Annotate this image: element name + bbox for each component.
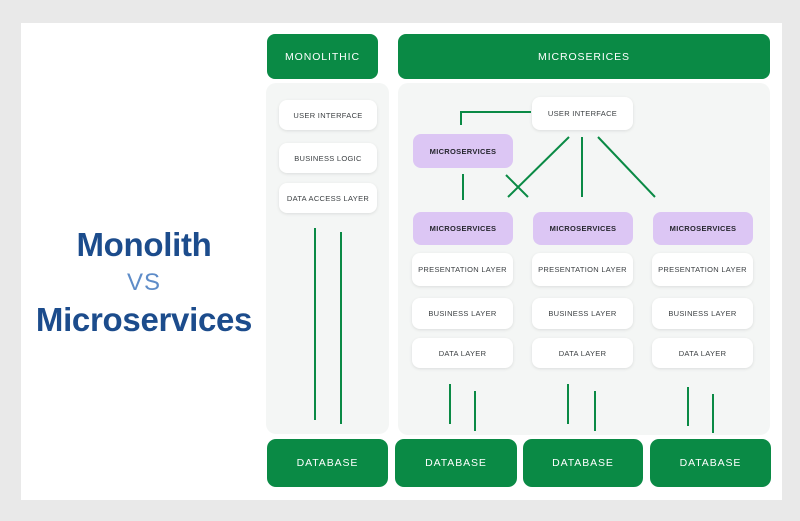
presentation-layer-box-1: PRESENTATION LAYER <box>412 253 513 286</box>
presentation-layer-box-3: PRESENTATION LAYER <box>652 253 753 286</box>
business-layer-box-2: BUSINESS LAYER <box>532 298 633 329</box>
monolith-business-logic-box: BUSINESS LOGIC <box>279 143 377 173</box>
microservice-box-2: MICROSERVICES <box>533 212 633 245</box>
data-layer-box-2: DATA LAYER <box>532 338 633 368</box>
title-vs: VS <box>126 269 161 296</box>
title-block: Monolith VS Microservices <box>21 225 267 340</box>
business-layer-box-1: BUSINESS LAYER <box>412 298 513 329</box>
data-layer-box-1: DATA LAYER <box>412 338 513 368</box>
micro-database-box-3: DATABASE <box>650 439 771 487</box>
micro-database-box-1: DATABASE <box>395 439 517 487</box>
data-layer-box-3: DATA LAYER <box>652 338 753 368</box>
monolithic-panel <box>266 83 389 434</box>
microservice-box-1: MICROSERVICES <box>413 212 513 245</box>
title-monolith: Monolith <box>76 226 212 263</box>
monolithic-header: MONOLITHIC <box>267 34 378 79</box>
microservice-box-3: MICROSERVICES <box>653 212 753 245</box>
monolith-user-interface-box: USER INTERFACE <box>279 100 377 130</box>
business-layer-box-3: BUSINESS LAYER <box>652 298 753 329</box>
title-microservices: Microservices <box>35 301 253 338</box>
presentation-layer-box-2: PRESENTATION LAYER <box>532 253 633 286</box>
monolith-database-box: DATABASE <box>267 439 388 487</box>
microservices-header: MICROSERICES <box>398 34 770 79</box>
micro-database-box-2: DATABASE <box>523 439 643 487</box>
gateway-microservice-box: MICROSERVICES <box>413 134 513 168</box>
monolith-data-access-layer-box: DATA ACCESS LAYER <box>279 183 377 213</box>
micro-user-interface-box: USER INTERFACE <box>532 97 633 130</box>
